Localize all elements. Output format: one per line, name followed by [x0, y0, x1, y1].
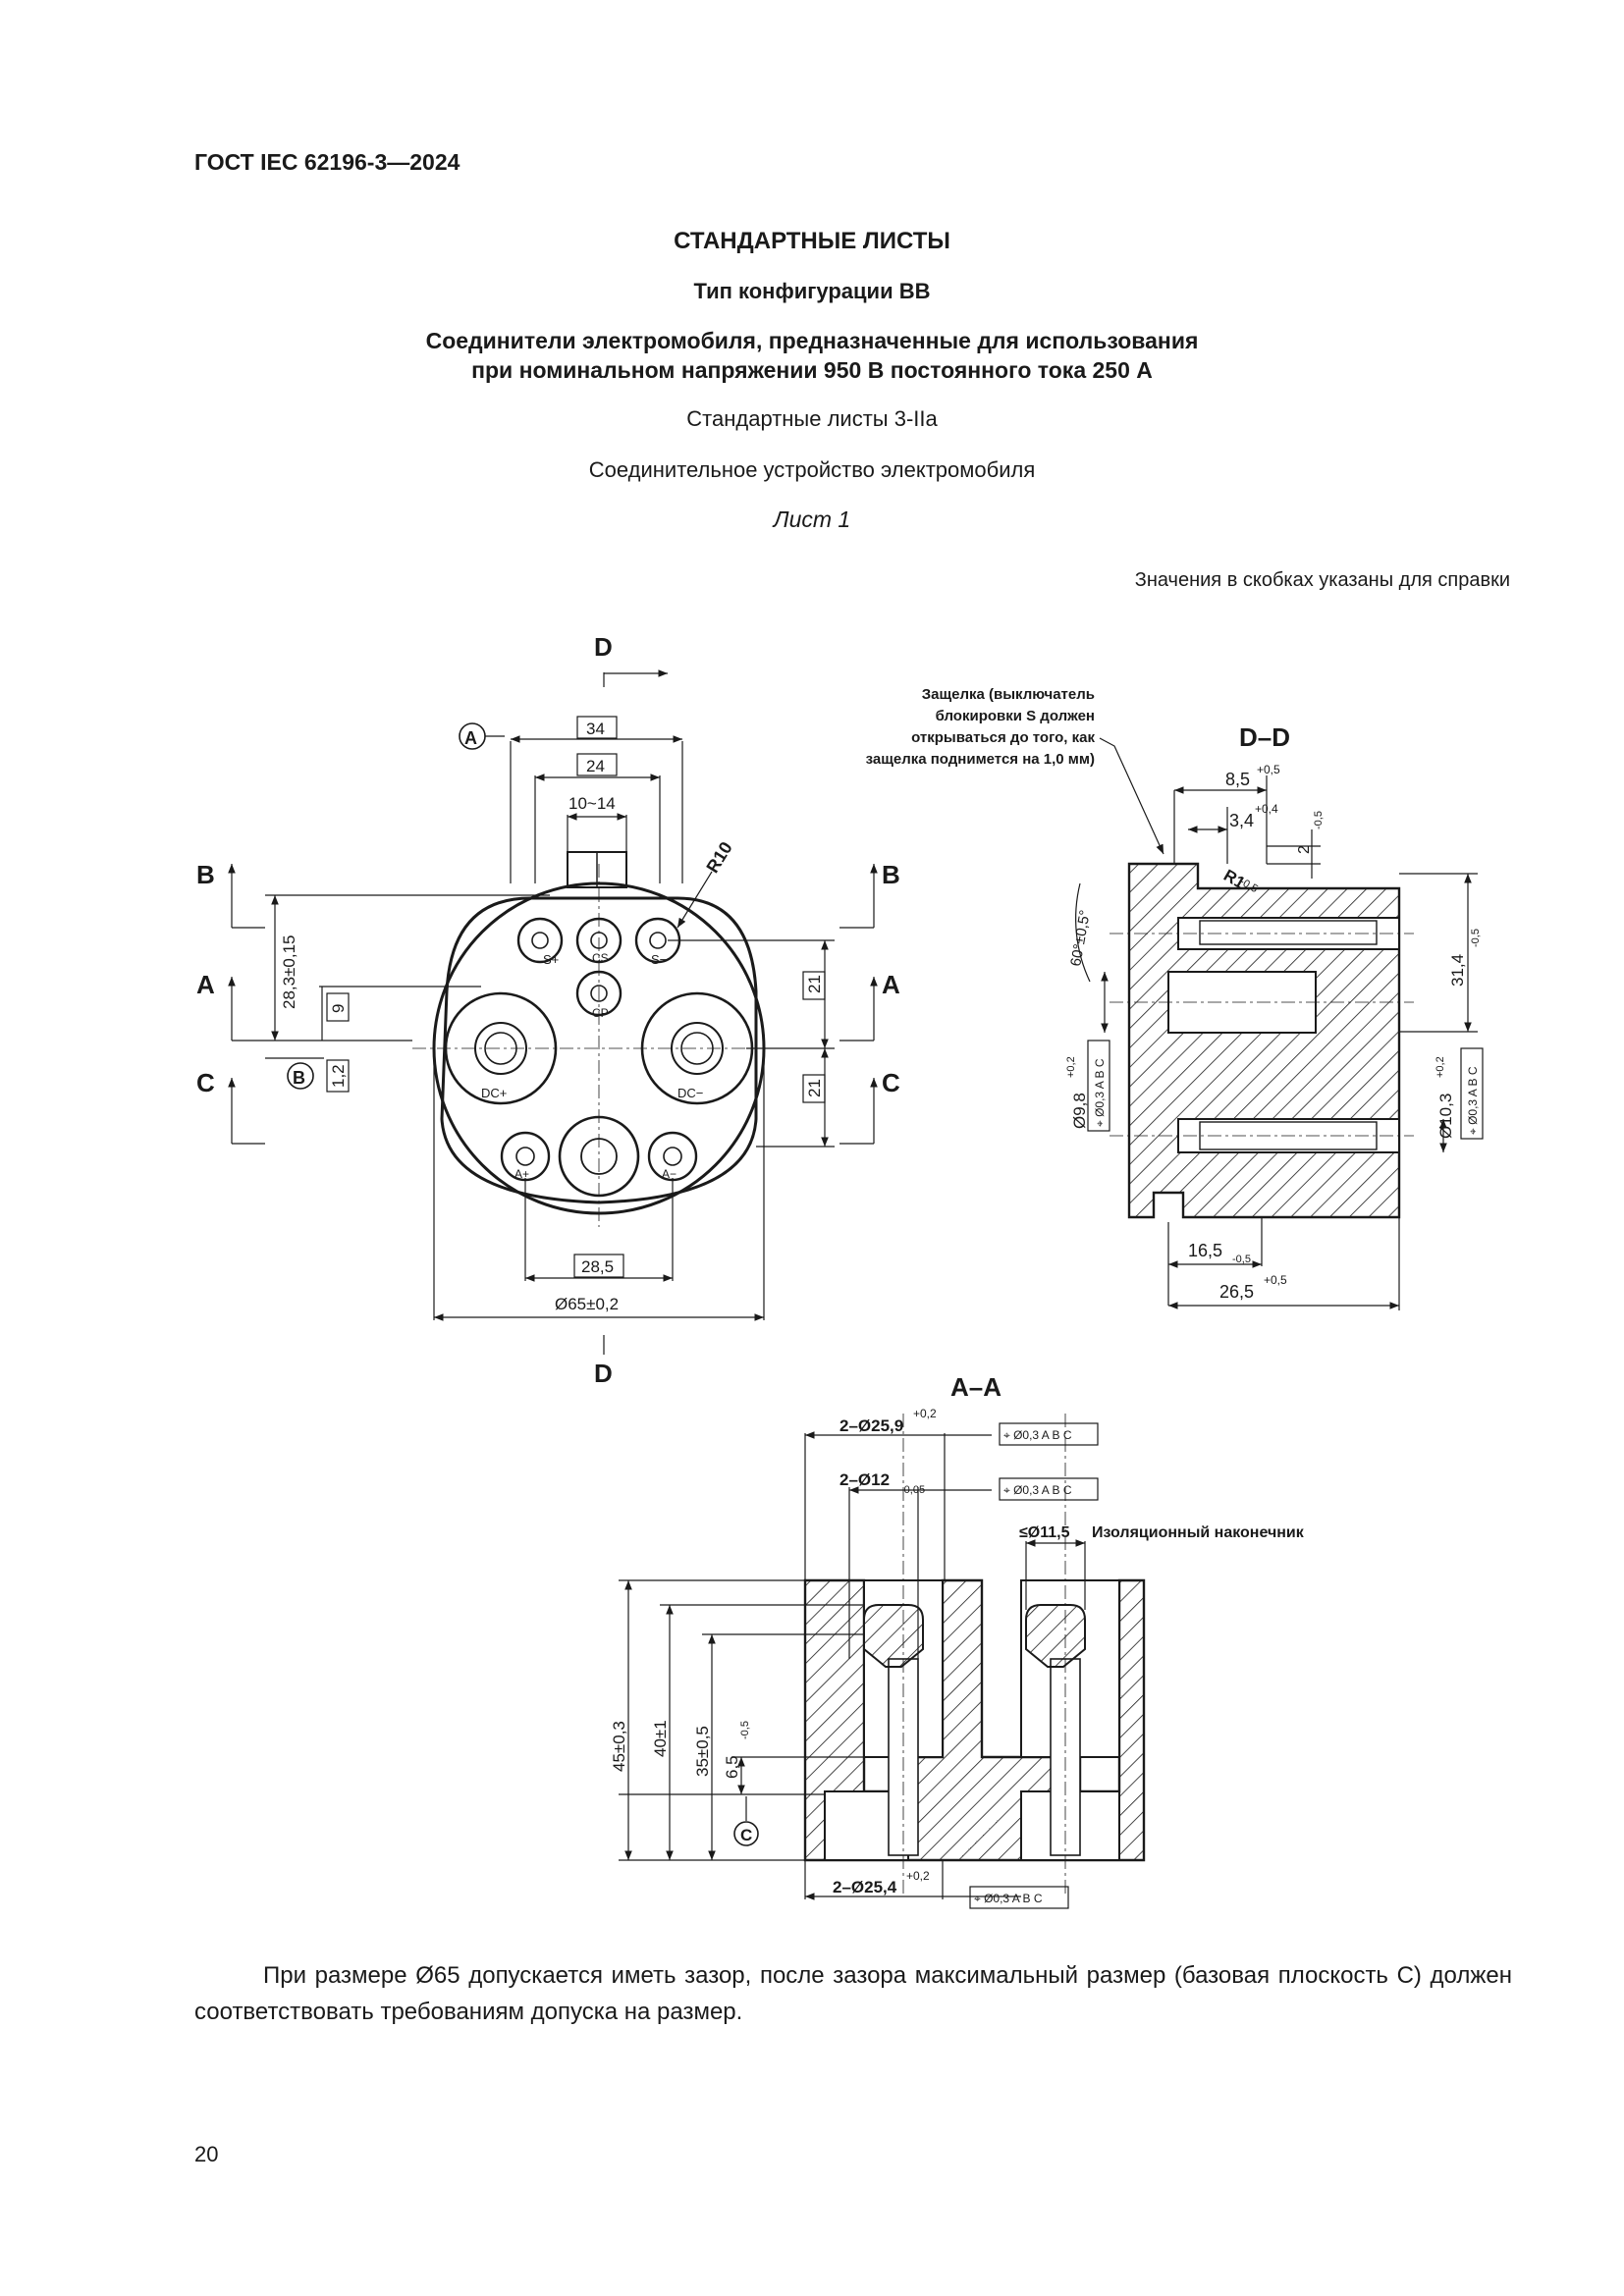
- dim-45: 45±0,3: [610, 1721, 628, 1772]
- section-mark-a-left: A: [196, 970, 215, 999]
- section-mark-c-left: C: [196, 1068, 215, 1097]
- title-sheets: Стандартные листы 3-IIa: [686, 406, 938, 431]
- inner-contour: [440, 896, 758, 1204]
- title-device: Соединительное устройство электромобиля: [588, 457, 1036, 482]
- dim-21-upper: 21: [805, 975, 824, 993]
- insulating-tip-right: [1025, 1604, 1086, 1668]
- title-description-line1: Соединители электромобиля, предназначенн…: [425, 328, 1199, 353]
- dim-16-5: 16,5: [1188, 1241, 1222, 1260]
- section-mark-c-right: C: [882, 1068, 900, 1097]
- reference-note: Значения в скобках указаны для справки: [1134, 569, 1510, 591]
- dim-10-14: 10~14: [568, 794, 616, 813]
- dim-16-5-tol: -0,5: [1232, 1254, 1251, 1265]
- dim-d10-3-tol: +0,2: [1435, 1056, 1446, 1078]
- section-dd-title: D–D: [1239, 722, 1290, 752]
- dim-3-4: 3,4: [1229, 811, 1254, 830]
- front-view: S+ S− CS CP DC+ DC− A+ A− D D B B A A C …: [196, 632, 900, 1388]
- dim-1-2: 1,2: [329, 1064, 348, 1088]
- dim-2-d25-4-tol: +0,2: [906, 1869, 930, 1883]
- dim-2-d25-9: 2–Ø25,9: [839, 1416, 903, 1435]
- body-paragraph: При размере Ø65 допускается иметь зазор,…: [194, 1962, 1512, 2025]
- datum-a-label: A: [464, 728, 477, 748]
- dim-2-d12: 2–Ø12: [839, 1470, 890, 1489]
- title-config-type: Тип конфигурации BB: [693, 279, 931, 303]
- label-dc-plus: DC+: [481, 1086, 507, 1100]
- tol-frame-dd-left: ⌖ Ø0,3 A B C: [1093, 1058, 1107, 1127]
- label-s-minus: S−: [651, 952, 667, 967]
- dim-6-5: 6,5: [723, 1755, 741, 1779]
- dim-31-4-tol: -0,5: [1470, 929, 1482, 947]
- label-cs: CS: [592, 951, 609, 965]
- label-a-plus: A+: [514, 1167, 529, 1181]
- dim-d10-3: Ø10,3: [1436, 1094, 1455, 1139]
- insulating-tip-left: [863, 1604, 924, 1668]
- dim-28-5: 28,5: [581, 1257, 614, 1276]
- contact-s-plus: [516, 917, 564, 964]
- dim-d65: Ø65±0,2: [555, 1295, 619, 1313]
- dim-28-3: 28,3±0,15: [280, 934, 298, 1009]
- section-mark-a-right: A: [882, 970, 900, 999]
- section-aa: A–A 2–Ø25,9 +0,2 ⌖ Ø0,3 A B C 2–Ø12 -0,0…: [610, 1372, 1305, 1909]
- section-mark-d-bottom: D: [594, 1359, 613, 1388]
- dim-d9-8: Ø9,8: [1070, 1093, 1089, 1129]
- label-dc-minus: DC−: [677, 1086, 703, 1100]
- dim-35: 35±0,5: [693, 1726, 712, 1777]
- dim-8-5-tol: +0,5: [1257, 763, 1280, 776]
- latch-note-4: защелка поднимется на 1,0 мм): [866, 751, 1095, 768]
- section-aa-title: A–A: [950, 1372, 1001, 1402]
- tol-frame-aa-3: ⌖ Ø0,3 A B C: [974, 1892, 1043, 1905]
- datum-c-marker: [733, 1821, 759, 1846]
- dim-d9-8-tol: +0,2: [1065, 1056, 1077, 1078]
- dim-2-d25-9-tol: +0,2: [913, 1407, 937, 1420]
- latch-note-1: Защелка (выключатель: [922, 686, 1095, 703]
- title-description-line2: при номинальном напряжении 950 В постоян…: [471, 357, 1153, 383]
- dim-31-4: 31,4: [1448, 954, 1467, 987]
- dim-9: 9: [329, 1004, 348, 1013]
- section-mark-b-right: B: [882, 860, 900, 889]
- insulating-tip-label: Изоляционный наконечник: [1092, 1524, 1305, 1541]
- section-dd: D–D Защелка (выключатель блокировки S до…: [866, 686, 1484, 1310]
- dim-26-5: 26,5: [1219, 1282, 1254, 1302]
- label-s-plus: S+: [543, 952, 559, 967]
- dim-21-lower: 21: [805, 1079, 824, 1097]
- datum-c-label: C: [740, 1826, 752, 1844]
- latch-note-2: блокировки S должен: [936, 708, 1095, 724]
- dim-60deg: 60°±0,5°: [1067, 909, 1094, 968]
- latch-note-3: открываться до того, как: [911, 729, 1095, 746]
- dim-6-5-tol: -0,5: [739, 1721, 751, 1739]
- title-description: Соединители электромобиля, предназначенн…: [0, 326, 1624, 385]
- dim-2-d12-tol: -0,05: [900, 1484, 925, 1496]
- title-standard-sheets: СТАНДАРТНЫЕ ЛИСТЫ: [674, 228, 950, 254]
- datum-b-label: B: [293, 1068, 305, 1088]
- page-number: 20: [194, 2142, 219, 2166]
- label-a-minus: A−: [662, 1167, 677, 1181]
- title-sheet-number: Лист 1: [773, 507, 851, 532]
- dim-34: 34: [586, 720, 605, 738]
- dim-3-4-tol: +0,4: [1255, 802, 1278, 816]
- dim-24: 24: [586, 757, 605, 775]
- dim-2-tol: -0,5: [1313, 811, 1325, 829]
- dim-40: 40±1: [651, 1720, 670, 1757]
- dim-2-d25-4: 2–Ø25,4: [833, 1878, 897, 1896]
- tol-frame-aa-1: ⌖ Ø0,3 A B C: [1003, 1428, 1072, 1442]
- tol-frame-aa-2: ⌖ Ø0,3 A B C: [1003, 1483, 1072, 1497]
- section-mark-d-top: D: [594, 632, 613, 662]
- tol-frame-dd-right: ⌖ Ø0,3 A B C: [1466, 1066, 1480, 1135]
- section-mark-b-left: B: [196, 860, 215, 889]
- dim-2: 2: [1296, 845, 1313, 854]
- dim-le-d11-5: ≤Ø11,5: [1019, 1524, 1070, 1541]
- document-header: ГОСТ IEC 62196-3—2024: [194, 149, 460, 175]
- dim-8-5: 8,5: [1225, 770, 1250, 789]
- label-cp: CP: [592, 1006, 609, 1020]
- dim-26-5-tol: +0,5: [1264, 1273, 1287, 1287]
- datum-b-marker: [287, 1062, 314, 1090]
- dim-r10: R10: [702, 838, 735, 877]
